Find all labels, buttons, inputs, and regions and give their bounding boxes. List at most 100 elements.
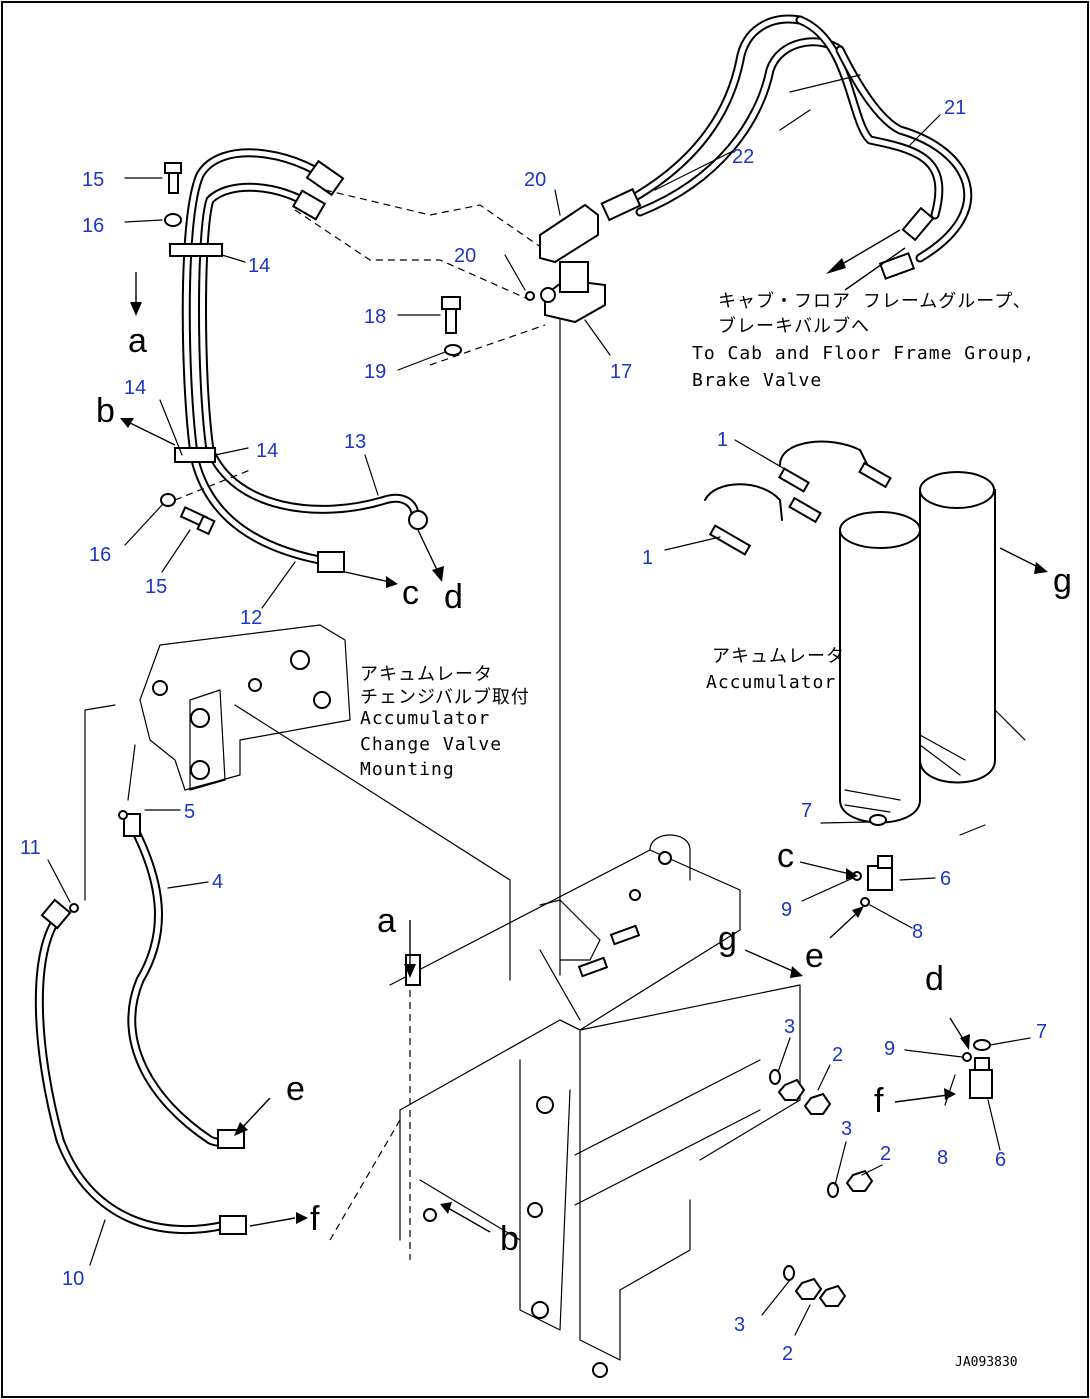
letter-b-frame: b — [500, 1220, 519, 1258]
accumulator-ports — [919, 709, 1026, 776]
callout-15: 15 — [145, 576, 167, 598]
callout-21: 21 — [944, 97, 966, 119]
callout-14: 14 — [256, 440, 278, 462]
letter-e-hose: e — [286, 1070, 305, 1108]
bolt-18 — [441, 296, 461, 334]
callout-4: 4 — [212, 871, 223, 893]
callout-8: 8 — [912, 921, 923, 943]
note-acc-en: Accumulator — [706, 672, 836, 693]
callout-16: 16 — [89, 544, 111, 566]
callout-14: 14 — [124, 377, 146, 399]
callout-6: 6 — [995, 1149, 1006, 1171]
nut-2-a — [777, 1078, 832, 1115]
note-valve-en-3: Mounting — [360, 759, 455, 780]
change-valve-block — [139, 624, 351, 791]
callout-6: 6 — [940, 868, 951, 890]
hose-assembly-13 — [198, 182, 428, 530]
leader-dash-2 — [294, 209, 531, 301]
note-valve-ja-2: チェンジバルブ取付 — [360, 686, 530, 708]
leader-lines — [47, 114, 1031, 1336]
elbow-6-upper — [867, 855, 893, 891]
direction-arrows — [120, 272, 1048, 1233]
callout-20: 20 — [524, 169, 546, 191]
callout-14: 14 — [248, 255, 270, 277]
hose-assembly-4 — [123, 813, 245, 1149]
drawing-code: JA093830 — [955, 1355, 1018, 1370]
callout-9: 9 — [884, 1038, 895, 1060]
callout-17: 17 — [610, 361, 632, 383]
washer-16-lower — [160, 493, 176, 507]
note-cab-ja-1: キャブ・フロア フレームグループ、 — [718, 290, 1032, 312]
arrowhead-to-cab-1 — [826, 258, 846, 274]
o-ring-5 — [118, 810, 128, 820]
callout-7: 7 — [1036, 1021, 1047, 1043]
accumulator-rear — [919, 471, 996, 784]
accumulator-front — [839, 511, 921, 824]
mounting-frame — [329, 834, 801, 1378]
washer-3-a — [769, 1069, 781, 1085]
callout-5: 5 — [184, 801, 195, 823]
note-valve-en-1: Accumulator — [360, 708, 490, 729]
arrow-to-cab-2 — [844, 247, 906, 291]
callout-2: 2 — [782, 1343, 793, 1365]
note-valve-en-2: Change Valve — [360, 734, 502, 755]
letter-d-hose: d — [444, 578, 463, 616]
callout-2: 2 — [880, 1143, 891, 1165]
callout-15: 15 — [82, 169, 104, 191]
leader-11 — [84, 704, 116, 901]
letter-g-acc: g — [1053, 562, 1072, 600]
clamp-14-lower — [174, 447, 216, 463]
elbow-6-lower — [969, 1057, 993, 1099]
callout-13: 13 — [344, 431, 366, 453]
bracket-20 — [539, 203, 599, 264]
nut-2-c — [794, 1277, 847, 1307]
callout-1: 1 — [717, 429, 728, 451]
callout-22: 22 — [732, 146, 754, 168]
o-ring-20 — [525, 291, 535, 301]
o-ring-11 — [69, 903, 79, 913]
nut-2-b — [845, 1169, 874, 1192]
o-ring-9-lower — [962, 1052, 972, 1062]
hose-assembly-10 — [34, 898, 247, 1235]
bolt-15-top — [164, 162, 182, 194]
hose-assembly-12 — [181, 148, 345, 573]
note-cab-ja-2: ブレーキバルブへ — [718, 315, 870, 337]
washer-3-c — [783, 1265, 795, 1281]
washer-16-top — [164, 213, 182, 227]
hose-assembly-22 — [600, 14, 845, 222]
letter-e-fit: e — [805, 937, 824, 975]
o-ring-7-lower — [973, 1039, 991, 1051]
note-cab-en-1: To Cab and Floor Frame Group, — [692, 343, 1035, 364]
callout-3: 3 — [784, 1016, 795, 1038]
clamp-14-top — [169, 243, 223, 257]
valve-17 — [540, 261, 606, 324]
leader-valve-frame — [234, 704, 511, 981]
callout-9: 9 — [781, 899, 792, 921]
callout-7: 7 — [801, 800, 812, 822]
letter-a-top: a — [128, 322, 147, 360]
note-cab-en-2: Brake Valve — [692, 370, 822, 391]
callout-3: 3 — [841, 1118, 852, 1140]
o-ring-8-upper — [860, 897, 870, 907]
callout-1: 1 — [642, 547, 653, 569]
callout-16: 16 — [82, 215, 104, 237]
accumulator-cut — [959, 824, 986, 836]
callout-2: 2 — [832, 1044, 843, 1066]
callout-11: 11 — [20, 837, 41, 859]
washer-19 — [444, 344, 462, 356]
callout-8: 8 — [937, 1147, 948, 1169]
leader-dash-3 — [174, 469, 251, 501]
leader-dash-4 — [429, 324, 546, 366]
callout-10: 10 — [62, 1268, 84, 1290]
letter-g-frame: g — [718, 920, 737, 958]
note-acc-ja: アキュムレータ — [712, 646, 845, 667]
letter-f-fit: f — [874, 1082, 884, 1120]
callout-19: 19 — [364, 361, 386, 383]
hose-clamp-lines — [779, 74, 861, 131]
letter-c-fit: c — [777, 837, 794, 875]
callout-18: 18 — [364, 306, 386, 328]
letter-c-hose: c — [402, 574, 419, 612]
letter-f-hose: f — [310, 1200, 320, 1238]
callout-20: 20 — [454, 245, 476, 267]
